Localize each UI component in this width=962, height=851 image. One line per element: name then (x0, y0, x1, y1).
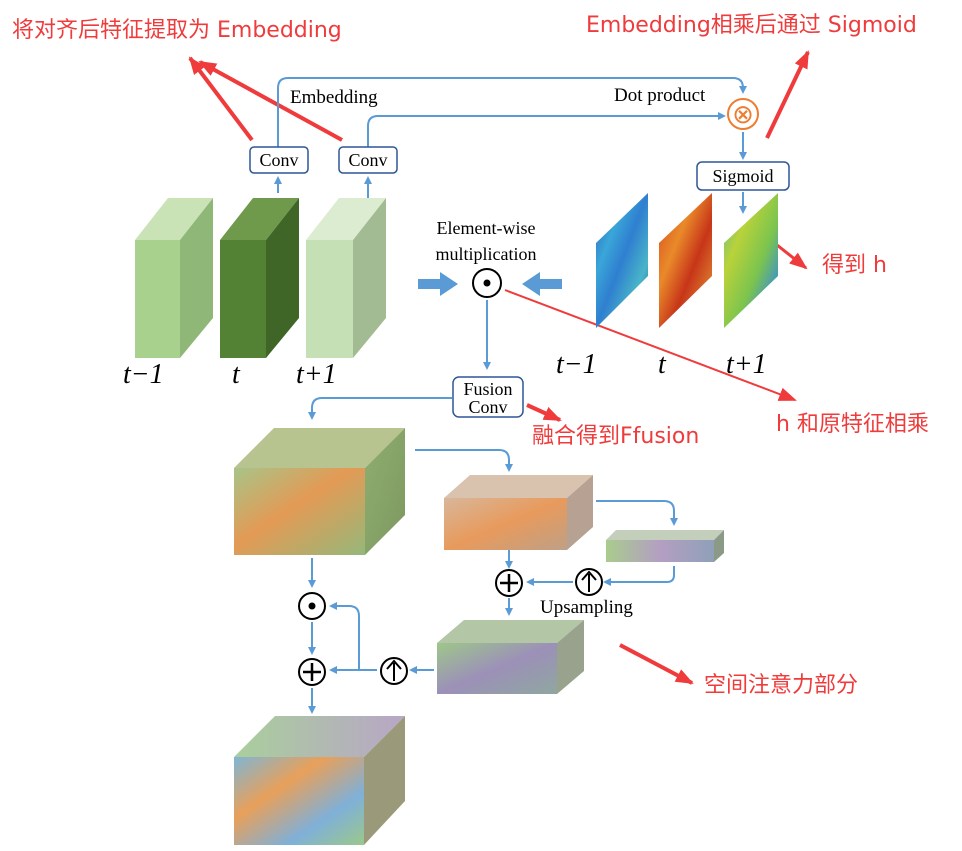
annotation-arrows (188, 50, 810, 685)
map-t-minus-1-label: t−1 (556, 349, 597, 380)
downsampled-cube-1 (444, 475, 593, 550)
fusion-conv-box (452, 376, 524, 418)
annotation-arrow-h-multiply (504, 289, 797, 401)
annotation-arrow-embedding-left (188, 56, 254, 142)
fused-feature-cube (234, 428, 405, 555)
conv-left-box (249, 146, 309, 174)
arrow-conv-right-to-dot (367, 112, 726, 148)
up-arrow-icon (581, 570, 597, 592)
fusion-label-1: Fusion (463, 379, 512, 399)
arrow-fusion-to-cube (308, 397, 452, 420)
embedding-label: Embedding (290, 87, 378, 108)
arrow-down1-to-down2 (596, 500, 678, 526)
dot-icon-lower (308, 602, 316, 610)
conv-right-label: Conv (348, 150, 387, 170)
annotation-embedding-align: 将对齐后特征提取为 Embedding (12, 18, 342, 43)
annotation-arrow-sigmoid (765, 50, 810, 139)
dot-product-label: Dot product (614, 85, 706, 106)
annotation-arrow-spatial (619, 643, 694, 685)
plus-icon (500, 574, 518, 592)
upsampling-label: Upsampling (540, 597, 633, 618)
feature-block-t-minus-1 (135, 198, 213, 358)
annotation-arrow-fusion (526, 403, 562, 422)
cross-icon: ⊗ (732, 100, 754, 130)
fusion-label-2: Conv (468, 397, 507, 417)
sigmoid-box (696, 161, 790, 191)
conv-right-box (338, 146, 398, 174)
map-t-plus-1-label: t+1 (726, 349, 767, 380)
top-flow-arrows (274, 77, 747, 420)
up-arrow-icon-lower (386, 659, 402, 681)
element-wise-label-2: multiplication (436, 244, 537, 264)
feature-t-label: t (232, 359, 241, 390)
annotation-h-multiply: h 和原特征相乘 (776, 412, 929, 437)
attention-map-t (659, 193, 712, 328)
arrow-cube-to-down1 (415, 449, 513, 472)
sigmoid-label: Sigmoid (712, 166, 773, 186)
map-t-label: t (658, 349, 667, 380)
feature-block-t (220, 198, 299, 358)
conv-left-label: Conv (259, 150, 298, 170)
output-cube (234, 716, 405, 845)
feature-block-t-plus-1 (306, 198, 386, 358)
downsampled-cube-2 (606, 530, 724, 562)
arrow-down2-to-up (603, 566, 675, 586)
element-wise-label-1: Element-wise (437, 218, 536, 238)
annotation-fusion-result: 融合得到Ffusion (532, 424, 699, 449)
feature-t-plus-1-label: t+1 (296, 359, 337, 390)
arrow-embedding-to-dot (277, 77, 747, 148)
upsampled-cube (437, 620, 584, 694)
arrow-branch-to-dot (329, 602, 360, 670)
spatial-flow-arrows (308, 449, 678, 714)
attention-map-t-plus-1 (724, 193, 778, 328)
dot-product-node (727, 98, 759, 130)
dot-icon (483, 279, 491, 287)
block-arrow-left (418, 272, 458, 296)
annotation-arrow-embedding-right (198, 60, 343, 142)
annotation-get-h: 得到 h (822, 253, 887, 278)
annotation-embedding-multiply: Embedding相乘后通过 Sigmoid (586, 13, 917, 38)
block-arrow-right (522, 272, 562, 296)
feature-t-minus-1-label: t−1 (123, 359, 164, 390)
annotation-spatial-attention: 空间注意力部分 (704, 673, 858, 698)
attention-map-t-minus-1 (596, 193, 648, 328)
plus-icon-lower (303, 663, 321, 681)
